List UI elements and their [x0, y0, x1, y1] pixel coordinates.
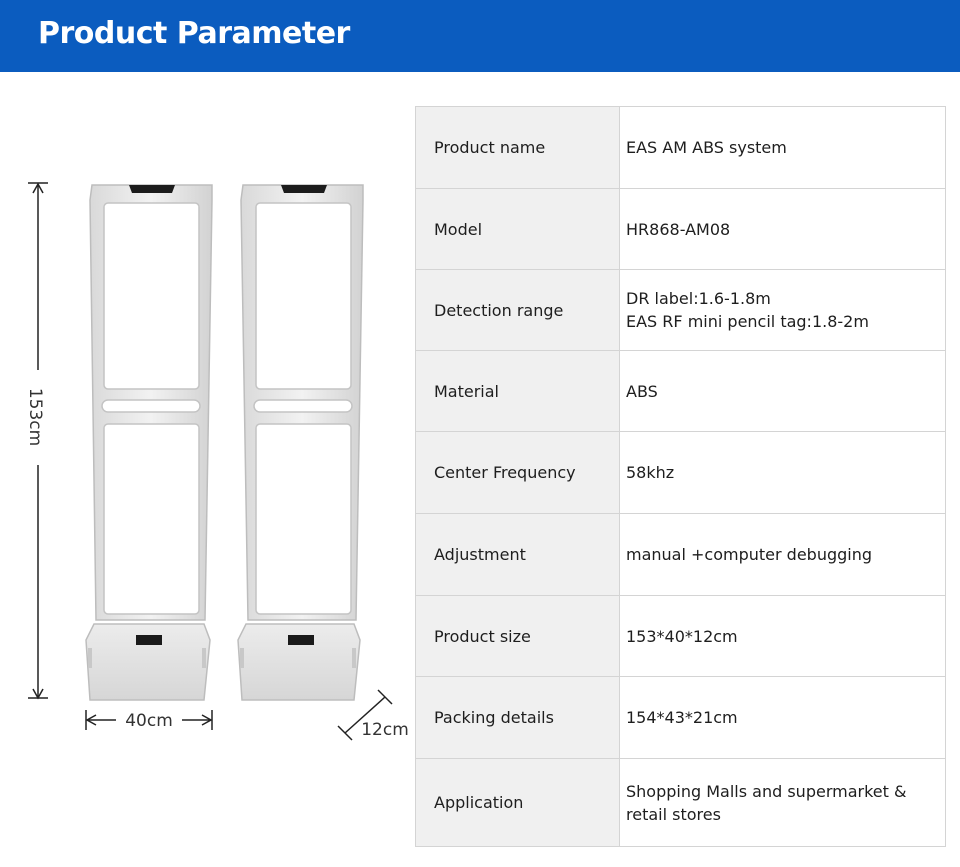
spec-table: Product name EAS AM ABS system Model HR8… [415, 106, 946, 847]
spec-value: Shopping Malls and supermarket & retail … [619, 758, 946, 847]
depth-label: 12cm [361, 720, 409, 740]
spec-value: 58khz [619, 431, 946, 514]
antenna-pedestal-right [237, 184, 364, 701]
spec-label: Adjustment [415, 513, 620, 596]
width-dimension: 40cm [85, 710, 213, 731]
page-title: Product Parameter [38, 16, 350, 51]
spec-value: ABS [619, 350, 946, 432]
spec-row-adjustment: Adjustment manual +computer debugging [415, 513, 946, 596]
spec-label: Detection range [415, 269, 620, 351]
spec-row-model: Model HR868-AM08 [415, 188, 946, 270]
spec-value: 153*40*12cm [619, 595, 946, 677]
spec-row-detection-range: Detection range DR label:1.6-1.8m EAS RF… [415, 269, 946, 351]
spec-label: Material [415, 350, 620, 432]
spec-value: HR868-AM08 [619, 188, 946, 270]
spec-value: manual +computer debugging [619, 513, 946, 596]
spec-value-line: EAS RF mini pencil tag:1.8-2m [626, 312, 869, 331]
spec-row-product-name: Product name EAS AM ABS system [415, 106, 946, 189]
spec-label: Model [415, 188, 620, 270]
spec-label: Product name [415, 106, 620, 189]
spec-label: Application [415, 758, 620, 847]
spec-value-line: DR label:1.6-1.8m [626, 289, 771, 308]
spec-label: Packing details [415, 676, 620, 759]
product-figure: 153cm 40cm 12cm [25, 182, 409, 741]
page-header: Product Parameter [0, 0, 960, 72]
spec-value: EAS AM ABS system [619, 106, 946, 189]
spec-value: DR label:1.6-1.8m EAS RF mini pencil tag… [619, 269, 946, 351]
spec-row-packing-details: Packing details 154*43*21cm [415, 676, 946, 759]
spec-row-center-frequency: Center Frequency 58khz [415, 431, 946, 514]
spec-row-application: Application Shopping Malls and supermark… [415, 758, 946, 847]
spec-row-material: Material ABS [415, 350, 946, 432]
spec-row-product-size: Product size 153*40*12cm [415, 595, 946, 677]
depth-dimension: 12cm [337, 689, 409, 741]
width-label: 40cm [125, 711, 173, 731]
spec-label: Product size [415, 595, 620, 677]
height-label: 153cm [25, 388, 45, 446]
spec-value: 154*43*21cm [619, 676, 946, 759]
spec-label: Center Frequency [415, 431, 620, 514]
antenna-pedestal-left [85, 184, 213, 701]
height-dimension: 153cm [25, 182, 48, 700]
